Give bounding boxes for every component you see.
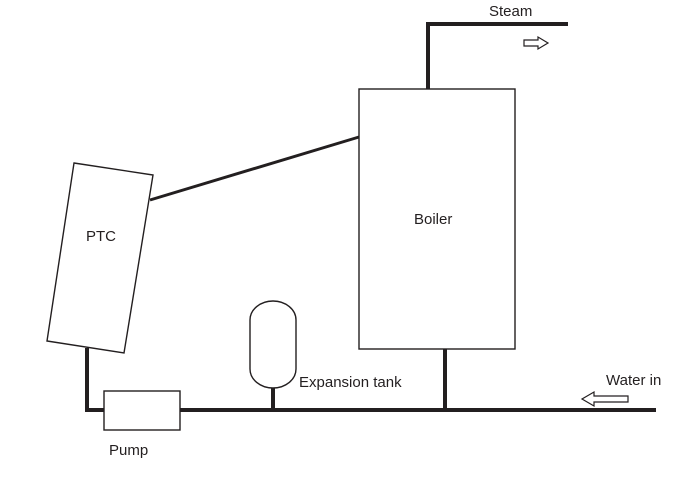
boiler-ptc-pipe bbox=[149, 135, 360, 202]
ptc-collector bbox=[46, 162, 154, 354]
water-in-label: Water in bbox=[606, 372, 661, 389]
ptc-pump-pipe bbox=[85, 348, 106, 412]
steam-label: Steam bbox=[489, 3, 532, 20]
steam-outflow-arrow bbox=[523, 35, 550, 51]
pump bbox=[103, 390, 181, 431]
expansion-tank bbox=[249, 300, 297, 389]
ptc-label: PTC bbox=[86, 228, 116, 245]
expansion-tank-label: Expansion tank bbox=[299, 374, 402, 391]
boiler bbox=[358, 88, 516, 350]
water-inflow-arrow bbox=[580, 390, 629, 408]
pump-label: Pump bbox=[109, 442, 148, 459]
boiler-label: Boiler bbox=[414, 211, 452, 228]
steam-pipe bbox=[426, 22, 568, 91]
